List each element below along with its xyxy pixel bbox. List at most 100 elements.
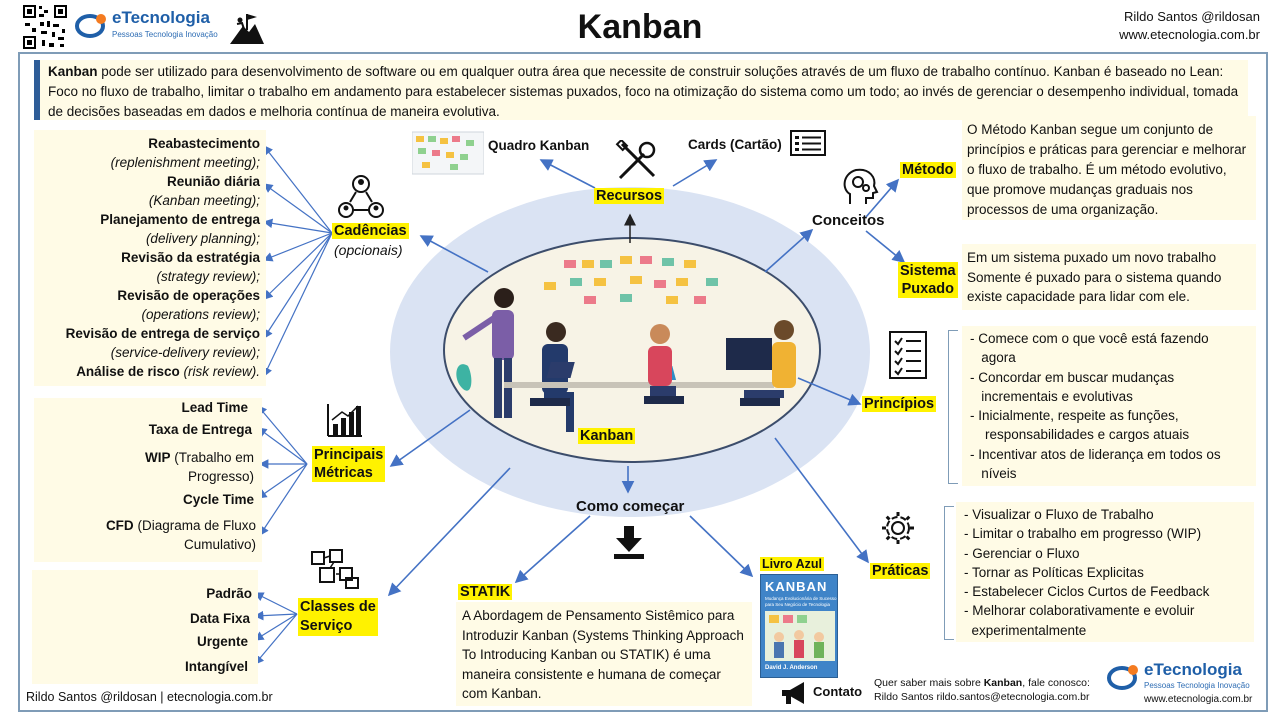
- metrica-taxa-entrega: Taxa de Entrega: [148, 422, 252, 437]
- book-cover-sub2: para Seu Negócio de Tecnologia: [765, 602, 830, 607]
- sistema-panel: Em um sistema puxado um novo trabalho So…: [962, 244, 1256, 310]
- pratica-line: experimentalmente: [964, 622, 1087, 638]
- board-sticky-notes: [544, 256, 718, 304]
- pratica-line: - Estabelecer Ciclos Curtos de Feedback: [964, 584, 1210, 600]
- contato-line2: Rildo Santos rildo.santos@etecnologia.co…: [874, 691, 1090, 703]
- principios-list: - Comece com o que você está fazendo ago…: [970, 329, 1248, 483]
- pratica-line: - Visualizar o Fluxo de Trabalho: [964, 507, 1154, 522]
- shapes-icon: [311, 549, 359, 589]
- plant: [456, 364, 472, 391]
- pratica-line: - Gerenciar o Fluxo: [964, 545, 1080, 561]
- footer-logo-tagline: Pessoas Tecnologia Inovação: [1144, 681, 1250, 690]
- cadencia-item: Análise de risco (risk review).: [76, 364, 260, 379]
- intro-lead: Kanban: [48, 64, 98, 79]
- cadencia-item: Reabastecimento(replenishment meeting);: [110, 136, 260, 170]
- download-icon: [614, 526, 644, 559]
- footer-logo-site: www.etecnologia.com.br: [1144, 694, 1253, 705]
- praticas-bracket: [944, 506, 954, 640]
- principio-line: níveis: [970, 466, 1017, 482]
- classes-label: Classes de Serviço: [298, 598, 378, 636]
- cadencias-label: Cadências: [332, 223, 409, 239]
- cadencia-item: Reunião diária(Kanban meeting);: [148, 174, 260, 208]
- metricas-label-line1: Principais: [314, 447, 384, 463]
- bar-chart-icon: [327, 404, 362, 437]
- principio-line: - Incentivar atos de liderança em todos …: [970, 446, 1221, 462]
- brand-logo-tagline: Pessoas Tecnologia Inovação: [112, 30, 218, 39]
- brand-logo-name: eTecnologia: [112, 8, 210, 27]
- principio-line: responsabilidades e cargos atuais: [970, 427, 1190, 443]
- cadencia-item: Revisão de operações(operations review);: [117, 288, 260, 322]
- person-standing: [462, 288, 514, 418]
- pratica-line: - Limitar o trabalho em progresso (WIP): [964, 526, 1202, 542]
- person-red: [648, 324, 676, 396]
- cards-list-icon: [790, 130, 826, 156]
- pratica-line: - Tornar as Políticas Explicitas: [964, 564, 1144, 580]
- metrica-lead-time: Lead Time: [181, 400, 248, 415]
- sistema-text: Em um sistema puxado um novo trabalho So…: [967, 250, 1222, 304]
- book-cover-title: KANBAN: [765, 579, 828, 594]
- contato-label: Contato: [813, 684, 863, 699]
- principio-line: - Inicialmente, respeite as funções,: [970, 408, 1179, 424]
- book-cover: KANBAN Mudança Evolucionária de Sucesso …: [760, 574, 838, 678]
- footer-text: Rildo Santos @rildosan | etecnologia.com…: [26, 690, 273, 704]
- tools-icon: [615, 140, 656, 180]
- head-gears-icon: [843, 168, 879, 204]
- checklist-icon: [889, 331, 927, 379]
- cadencia-item: Revisão de entrega de serviço(service-de…: [65, 326, 260, 360]
- recursos-quadro-label: Quadro Kanban: [488, 138, 590, 153]
- intro-panel: Kanban pode ser utilizado para desenvolv…: [34, 60, 1248, 120]
- classe-urgente: Urgente: [196, 634, 248, 649]
- footer-logo-name: eTecnologia: [1144, 660, 1242, 679]
- book-cover-sub1: Mudança Evolucionária de Sucesso: [765, 596, 837, 601]
- como-comecar-label: Como começar: [576, 498, 685, 515]
- praticas-panel: - Visualizar o Fluxo de Trabalho - Limita…: [956, 502, 1254, 642]
- principio-line: incrementais e evolutivas: [970, 388, 1133, 404]
- recursos-label: Recursos: [594, 188, 665, 204]
- author-name: Rildo Santos @rildosan: [1123, 9, 1260, 24]
- team-illustration: [456, 256, 796, 432]
- sistema-label-line2: Puxado: [901, 281, 954, 297]
- metrica-cycle-time: Cycle Time: [182, 492, 254, 507]
- cadencia-item: Revisão da estratégia(strategy review);: [121, 250, 260, 284]
- classe-padrao: Padrão: [206, 586, 252, 601]
- sistema-puxado-label: Sistema Puxado: [898, 262, 958, 298]
- metricas-panel: Lead Time Taxa de Entrega WIP (Trabalho …: [34, 398, 262, 562]
- classe-data-fixa: Data Fixa: [189, 611, 250, 626]
- metricas-label: Principais Métricas: [312, 446, 386, 482]
- author-info: Rildo Santos @rildosan www.etecnologia.c…: [1119, 8, 1260, 44]
- center-label: Kanban: [578, 428, 636, 444]
- metricas-label-line2: Métricas: [314, 465, 373, 481]
- chairs: [530, 396, 780, 406]
- recursos-cards-label: Cards (Cartão): [688, 137, 782, 152]
- metodo-label: Método: [900, 162, 956, 178]
- classes-label-line1: Classes de: [300, 599, 376, 615]
- principio-line: agora: [970, 350, 1016, 366]
- classe-intangivel: Intangível: [184, 659, 248, 674]
- statik-label: STATIK: [458, 584, 513, 600]
- cadencias-list: Reabastecimento(replenishment meeting); R…: [34, 130, 266, 385]
- cadencias-panel: Reabastecimento(replenishment meeting); R…: [34, 130, 266, 386]
- book-cover-author: David J. Anderson: [765, 665, 818, 671]
- contato-line1: Quer saber mais sobre Kanban, fale conos…: [874, 677, 1090, 689]
- conceitos-label: Conceitos: [812, 212, 885, 229]
- gear-cycle-icon: [882, 512, 914, 544]
- classes-panel: Padrão Data Fixa Urgente Intangível: [32, 570, 258, 684]
- metodo-text: O Método Kanban segue um conjunto de pri…: [967, 122, 1247, 217]
- pratica-line: - Melhorar colaborativamente e evoluir: [964, 603, 1195, 619]
- brand-logo-icon: [75, 14, 106, 38]
- author-site: www.etecnologia.com.br: [1119, 27, 1260, 42]
- classes-label-line2: Serviço: [300, 618, 353, 634]
- book-cover-art: [765, 611, 835, 661]
- praticas-label: Práticas: [870, 563, 931, 579]
- cadencia-item: Planejamento de entrega(delivery plannin…: [100, 212, 260, 246]
- metodo-panel: O Método Kanban segue um conjunto de pri…: [962, 116, 1256, 220]
- kanban-board-thumbnail: [412, 131, 484, 175]
- megaphone-icon: [782, 682, 804, 704]
- principios-label: Princípios: [862, 396, 937, 412]
- mountain-flag-icon: [230, 14, 264, 44]
- cadencias-sublabel: (opcionais): [334, 242, 403, 258]
- person-yellow: [744, 320, 796, 398]
- statik-text: A Abordagem de Pensamento Sistêmico para…: [462, 608, 744, 701]
